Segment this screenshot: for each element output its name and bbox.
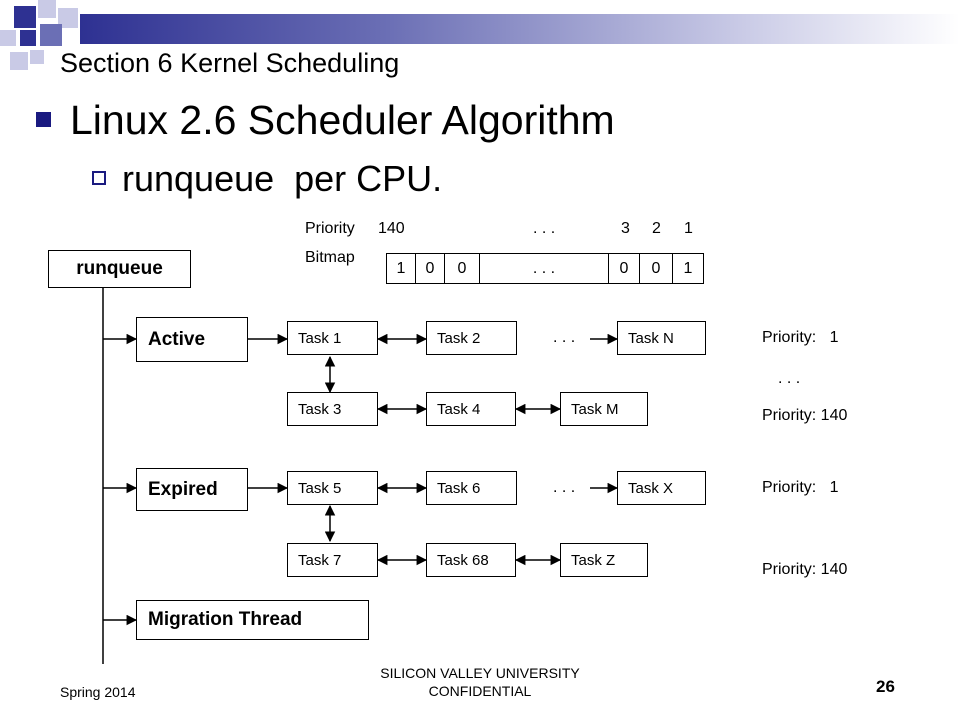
priority-annotation: Priority: 1: [762, 329, 839, 346]
priority-140-label: 140: [378, 220, 405, 237]
slide-subheading: runqueue per CPU.: [122, 158, 443, 199]
header-gradient-bar: [80, 14, 960, 44]
migration-thread-box: Migration Thread: [136, 600, 369, 640]
deco-square: [38, 0, 56, 18]
task-box: Task X: [617, 471, 706, 505]
task-box: Task 1: [287, 321, 378, 355]
priority-annotation: Priority: 140: [762, 561, 848, 578]
deco-square: [14, 6, 36, 28]
task-dots: . . .: [553, 329, 576, 346]
runqueue-box: runqueue: [48, 250, 191, 288]
task-box: Task M: [560, 392, 648, 426]
deco-square: [58, 8, 78, 28]
task-box: Task 4: [426, 392, 516, 426]
bitmap-cell: 0: [639, 253, 673, 284]
migration-thread-label: Migration Thread: [148, 609, 303, 630]
task-box: Task 7: [287, 543, 378, 577]
expired-box: Expired: [136, 468, 248, 511]
deco-square: [20, 30, 36, 46]
task-box: Task 2: [426, 321, 517, 355]
task-box: Task Z: [560, 543, 648, 577]
hollow-square-bullet-icon: [92, 171, 106, 185]
active-label: Active: [148, 328, 206, 350]
task-box: Task 5: [287, 471, 378, 505]
bitmap-label: Bitmap: [305, 249, 355, 266]
task-box: Task 6: [426, 471, 517, 505]
bitmap-cell: 1: [386, 253, 416, 284]
task-box: Task 3: [287, 392, 378, 426]
footer-confidential: SILICON VALLEY UNIVERSITY CONFIDENTIAL: [380, 665, 580, 699]
priority-1-label: 1: [684, 220, 693, 237]
footer-term: Spring 2014: [60, 684, 136, 700]
bitmap-cell: 0: [608, 253, 640, 284]
deco-square: [40, 24, 62, 46]
active-box: Active: [136, 317, 248, 362]
bitmap-cell: 1: [672, 253, 704, 284]
priority-dots: . . .: [533, 220, 556, 237]
priority-annotation: Priority: 1: [762, 479, 839, 496]
priority-label: Priority: [305, 220, 355, 237]
bitmap-cell: 0: [444, 253, 480, 284]
task-box: Task N: [617, 321, 706, 355]
expired-label: Expired: [148, 478, 218, 500]
section-title: Section 6 Kernel Scheduling: [60, 48, 400, 78]
task-dots: . . .: [553, 479, 576, 496]
deco-square: [0, 30, 16, 46]
task-box: Task 68: [426, 543, 516, 577]
runqueue-label: runqueue: [76, 258, 163, 279]
bitmap-cell: . . .: [479, 253, 609, 284]
priority-2-label: 2: [652, 220, 661, 237]
square-bullet-icon: [36, 112, 51, 127]
priority-annotation: Priority: 140: [762, 407, 848, 424]
page-number: 26: [876, 677, 895, 696]
priority-annotation-dots: . . .: [778, 370, 801, 387]
bitmap-cell: 0: [415, 253, 445, 284]
slide-heading: Linux 2.6 Scheduler Algorithm: [70, 97, 615, 143]
deco-square: [10, 52, 28, 70]
priority-3-label: 3: [621, 220, 630, 237]
deco-square: [30, 50, 44, 64]
